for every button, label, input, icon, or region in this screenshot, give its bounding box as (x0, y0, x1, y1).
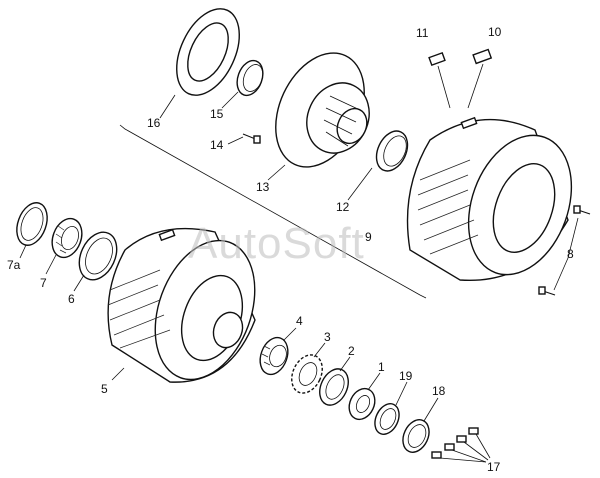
part-1-nut (348, 387, 376, 421)
callout-18: 18 (432, 384, 446, 398)
part-12-ring (375, 130, 409, 172)
callout-11: 11 (416, 26, 429, 40)
callout-5: 5 (101, 382, 108, 396)
section-divider-line (119, 124, 427, 299)
part-4-bearing (259, 336, 289, 376)
callout-13: 13 (256, 180, 270, 194)
part-6-ring (78, 231, 118, 281)
part-7a-ring (16, 202, 48, 246)
part-16-disc (176, 8, 240, 96)
part-10-pad (467, 48, 493, 109)
part-2-ring (319, 368, 349, 406)
callout-15: 15 (210, 107, 224, 121)
callout-6: 6 (68, 292, 75, 306)
leader-lines (19, 91, 579, 422)
part-13-hub (275, 52, 370, 168)
part-11-pad (428, 51, 451, 109)
callout-10: 10 (488, 25, 502, 39)
callout-19: 19 (399, 369, 413, 383)
part-19-ring (374, 403, 400, 435)
part-7-bearing (51, 217, 83, 259)
part-14-bolt (242, 133, 261, 144)
part-9-brake-drum (406, 116, 573, 282)
callout-14: 14 (210, 138, 224, 152)
part-3-lock-washer (291, 354, 323, 394)
callout-3: 3 (324, 330, 331, 344)
callout-16: 16 (147, 116, 161, 130)
watermark: AutoSoft (188, 219, 365, 268)
callout-1: 1 (378, 360, 385, 374)
callout-9: 9 (365, 230, 372, 244)
callout-2: 2 (348, 344, 355, 358)
part-5-drum-hub (107, 227, 256, 383)
callout-17: 17 (487, 460, 501, 474)
part-18-ring (402, 419, 430, 453)
callout-8: 8 (567, 247, 574, 261)
part-17-blocks (431, 427, 491, 463)
callout-12: 12 (336, 200, 350, 214)
callout-7: 7 (40, 276, 47, 290)
part-15-ring (236, 59, 264, 97)
part-8-studs (538, 205, 591, 296)
callout-4: 4 (296, 314, 303, 328)
callout-7a: 7a (7, 258, 21, 272)
